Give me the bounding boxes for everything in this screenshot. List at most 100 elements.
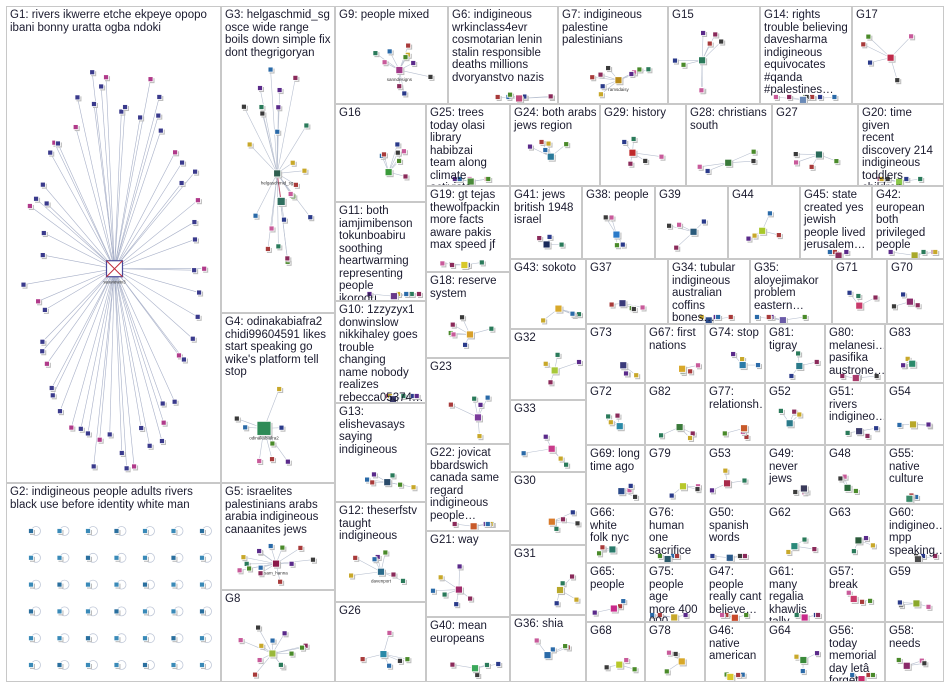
network-node[interactable]: [367, 292, 374, 299]
network-node[interactable]: [57, 529, 64, 536]
network-node[interactable]: [615, 413, 622, 420]
network-node[interactable]: [701, 219, 708, 226]
network-node[interactable]: [57, 555, 64, 562]
network-node[interactable]: [834, 159, 841, 166]
network-node[interactable]: [477, 434, 484, 441]
network-node[interactable]: [237, 568, 244, 575]
network-node[interactable]: [44, 361, 51, 368]
network-node[interactable]: [192, 237, 199, 244]
network-node[interactable]: [73, 125, 80, 131]
network-node[interactable]: [276, 244, 283, 251]
network-node[interactable]: [673, 58, 680, 65]
network-node[interactable]: [91, 464, 98, 471]
network-node[interactable]: [241, 104, 248, 111]
network-node[interactable]: [845, 430, 852, 437]
network-node[interactable]: [34, 196, 41, 203]
network-node[interactable]: [29, 636, 36, 643]
network-node[interactable]: [922, 661, 929, 668]
network-node[interactable]: [696, 363, 703, 370]
network-node[interactable]: [701, 30, 708, 37]
network-node[interactable]: [468, 596, 475, 603]
network-node[interactable]: [450, 322, 457, 329]
network-node[interactable]: [69, 425, 76, 432]
network-node[interactable]: [679, 365, 688, 374]
network-node[interactable]: [773, 95, 780, 102]
network-node[interactable]: [495, 95, 502, 102]
network-node[interactable]: [148, 77, 155, 84]
network-node[interactable]: [613, 231, 622, 240]
network-node[interactable]: [620, 362, 629, 371]
network-node[interactable]: [454, 602, 461, 609]
network-node[interactable]: [21, 282, 28, 289]
network-node[interactable]: [139, 426, 146, 433]
network-node[interactable]: [192, 220, 199, 227]
network-node[interactable]: [467, 178, 476, 186]
network-node[interactable]: [273, 560, 282, 569]
network-node[interactable]: [664, 669, 671, 676]
network-node[interactable]: [802, 537, 809, 544]
network-node[interactable]: [844, 250, 851, 257]
network-node[interactable]: [909, 360, 918, 369]
network-node[interactable]: [744, 613, 751, 620]
network-node[interactable]: [276, 105, 283, 112]
network-node[interactable]: [277, 88, 284, 95]
network-node[interactable]: [431, 588, 438, 595]
network-node[interactable]: [618, 488, 627, 497]
network-node[interactable]: [200, 582, 207, 589]
network-node[interactable]: [397, 158, 404, 165]
network-node[interactable]: [800, 669, 807, 676]
network-node[interactable]: [895, 78, 902, 85]
network-node[interactable]: [570, 574, 577, 581]
network-node[interactable]: [739, 362, 748, 371]
network-node[interactable]: [268, 67, 275, 74]
network-node[interactable]: [114, 582, 121, 589]
network-node[interactable]: [452, 522, 459, 529]
network-node[interactable]: [57, 609, 64, 616]
network-node[interactable]: [389, 396, 398, 403]
network-node[interactable]: [688, 369, 695, 376]
network-node[interactable]: [554, 601, 561, 608]
network-node[interactable]: [643, 158, 650, 165]
network-node[interactable]: [910, 421, 919, 430]
network-node[interactable]: [270, 441, 277, 448]
network-node[interactable]: [574, 597, 581, 604]
network-node[interactable]: [143, 663, 150, 670]
network-node[interactable]: [906, 495, 915, 504]
network-node[interactable]: [104, 75, 111, 82]
network-node[interactable]: [802, 315, 809, 322]
network-node[interactable]: [752, 233, 759, 240]
network-node[interactable]: [99, 84, 106, 91]
network-node[interactable]: [885, 177, 892, 184]
network-node[interactable]: [759, 227, 768, 236]
network-node[interactable]: [457, 564, 464, 571]
network-node[interactable]: [373, 51, 380, 58]
network-node[interactable]: [751, 159, 758, 166]
network-node[interactable]: [634, 373, 641, 380]
network-node[interactable]: [911, 252, 920, 259]
network-node[interactable]: [461, 262, 470, 271]
network-node[interactable]: [143, 529, 150, 536]
network-node[interactable]: [896, 178, 905, 186]
network-node[interactable]: [814, 359, 821, 366]
network-node[interactable]: [796, 351, 803, 358]
network-node[interactable]: [600, 84, 607, 91]
network-node[interactable]: [913, 600, 922, 609]
network-node[interactable]: [650, 613, 657, 620]
network-node[interactable]: [478, 402, 485, 409]
network-node[interactable]: [171, 636, 178, 643]
network-node[interactable]: [160, 401, 167, 408]
network-node[interactable]: [159, 439, 166, 446]
network-node[interactable]: [157, 94, 164, 101]
network-node[interactable]: [279, 425, 286, 432]
network-node[interactable]: [474, 414, 483, 423]
network-node[interactable]: [387, 630, 394, 637]
network-node[interactable]: [539, 140, 546, 147]
network-node[interactable]: [107, 432, 114, 439]
network-node[interactable]: [874, 426, 881, 433]
network-node[interactable]: [383, 550, 390, 557]
network-node[interactable]: [697, 164, 704, 171]
network-node[interactable]: [577, 360, 584, 367]
network-node[interactable]: [850, 673, 857, 680]
network-node[interactable]: [835, 252, 844, 259]
network-node[interactable]: [253, 672, 260, 679]
